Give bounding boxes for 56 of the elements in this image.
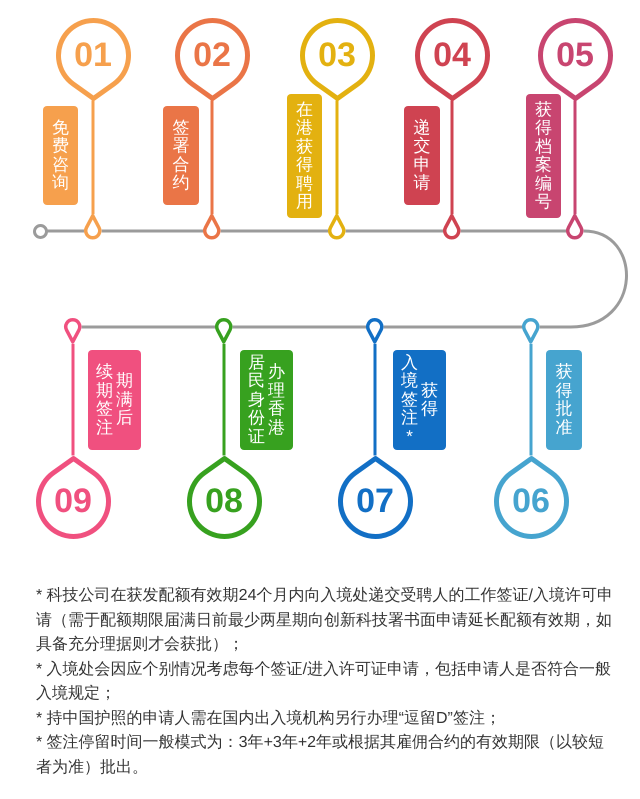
step-label: 签署合约	[172, 118, 190, 192]
step-tag	[240, 350, 293, 450]
footnote: * 签注停留时间一般模式为：3年+3年+2年或根据其雇佣合约的有效期限（以较短者为准）批出。	[36, 732, 606, 778]
start-ring-icon	[32, 224, 48, 238]
step-tag	[88, 350, 141, 450]
stem-line	[574, 100, 576, 214]
timeline-line	[460, 230, 566, 232]
step-tag	[43, 106, 78, 205]
timeline-line	[48, 230, 84, 232]
step-number: 09	[54, 484, 92, 518]
timeline-line	[540, 230, 628, 328]
timeline-pin-icon	[215, 318, 233, 344]
footnote: * 持中国护照的申请人需在国内出入境机构另行办理“逗留D”签注；	[36, 708, 502, 728]
step-tag	[404, 106, 440, 205]
timeline-line	[220, 230, 328, 232]
step-number: 03	[318, 38, 356, 72]
timeline-pin-icon	[566, 214, 584, 240]
step-number: 05	[556, 38, 594, 72]
step-label: 在港获得聘用	[296, 100, 313, 212]
footnote: * 入境处会因应个别情况考虑每个签证/进入许可证申请，包括申请人是否符合一般入境规定；	[36, 660, 612, 704]
timeline-pin-icon	[64, 318, 82, 344]
footnote: * 科技公司在获发配额有效期24个月内向入境处递交受聘人的工作签证/入境许可申请（需于配额期限届满日前最少两星期向创新科技署书面申请延长配额有效期，如具备充分理据则才会获批）；	[36, 586, 614, 655]
step-number: 06	[512, 484, 550, 518]
timeline-pin-icon	[522, 318, 540, 344]
stem-line	[72, 344, 74, 456]
timeline-line	[384, 326, 522, 328]
step-tag	[287, 94, 322, 218]
timeline-pin-icon	[328, 214, 346, 240]
step-label: 免费咨询	[52, 118, 69, 192]
stem-line	[210, 100, 214, 214]
timeline-pin-icon	[203, 214, 221, 240]
timeline-line	[346, 230, 444, 232]
timeline-line	[102, 230, 204, 232]
timeline-pin-icon	[366, 318, 384, 344]
step-number: 01	[74, 38, 112, 72]
step-tag	[526, 94, 561, 218]
stem-line	[530, 344, 532, 456]
step-label: 获得档案编号	[535, 100, 552, 212]
timeline-pin-icon	[443, 214, 461, 240]
timeline-line	[82, 326, 216, 328]
timeline-line	[232, 326, 366, 328]
stem-line	[450, 100, 454, 214]
stem-line	[92, 100, 94, 214]
step-number: 04	[433, 38, 471, 72]
step-number: 02	[193, 38, 231, 72]
step-tag	[163, 106, 199, 205]
stem-line	[374, 344, 376, 456]
stem-line	[336, 100, 338, 214]
step-label: 递交申请	[414, 118, 430, 192]
stem-line	[222, 344, 226, 456]
timeline-pin-icon	[84, 214, 102, 240]
step-tag	[393, 350, 446, 450]
step-label: 获得批准	[556, 363, 572, 437]
step-tag	[546, 350, 582, 450]
step-number: 08	[205, 484, 243, 518]
step-number: 07	[356, 484, 394, 518]
